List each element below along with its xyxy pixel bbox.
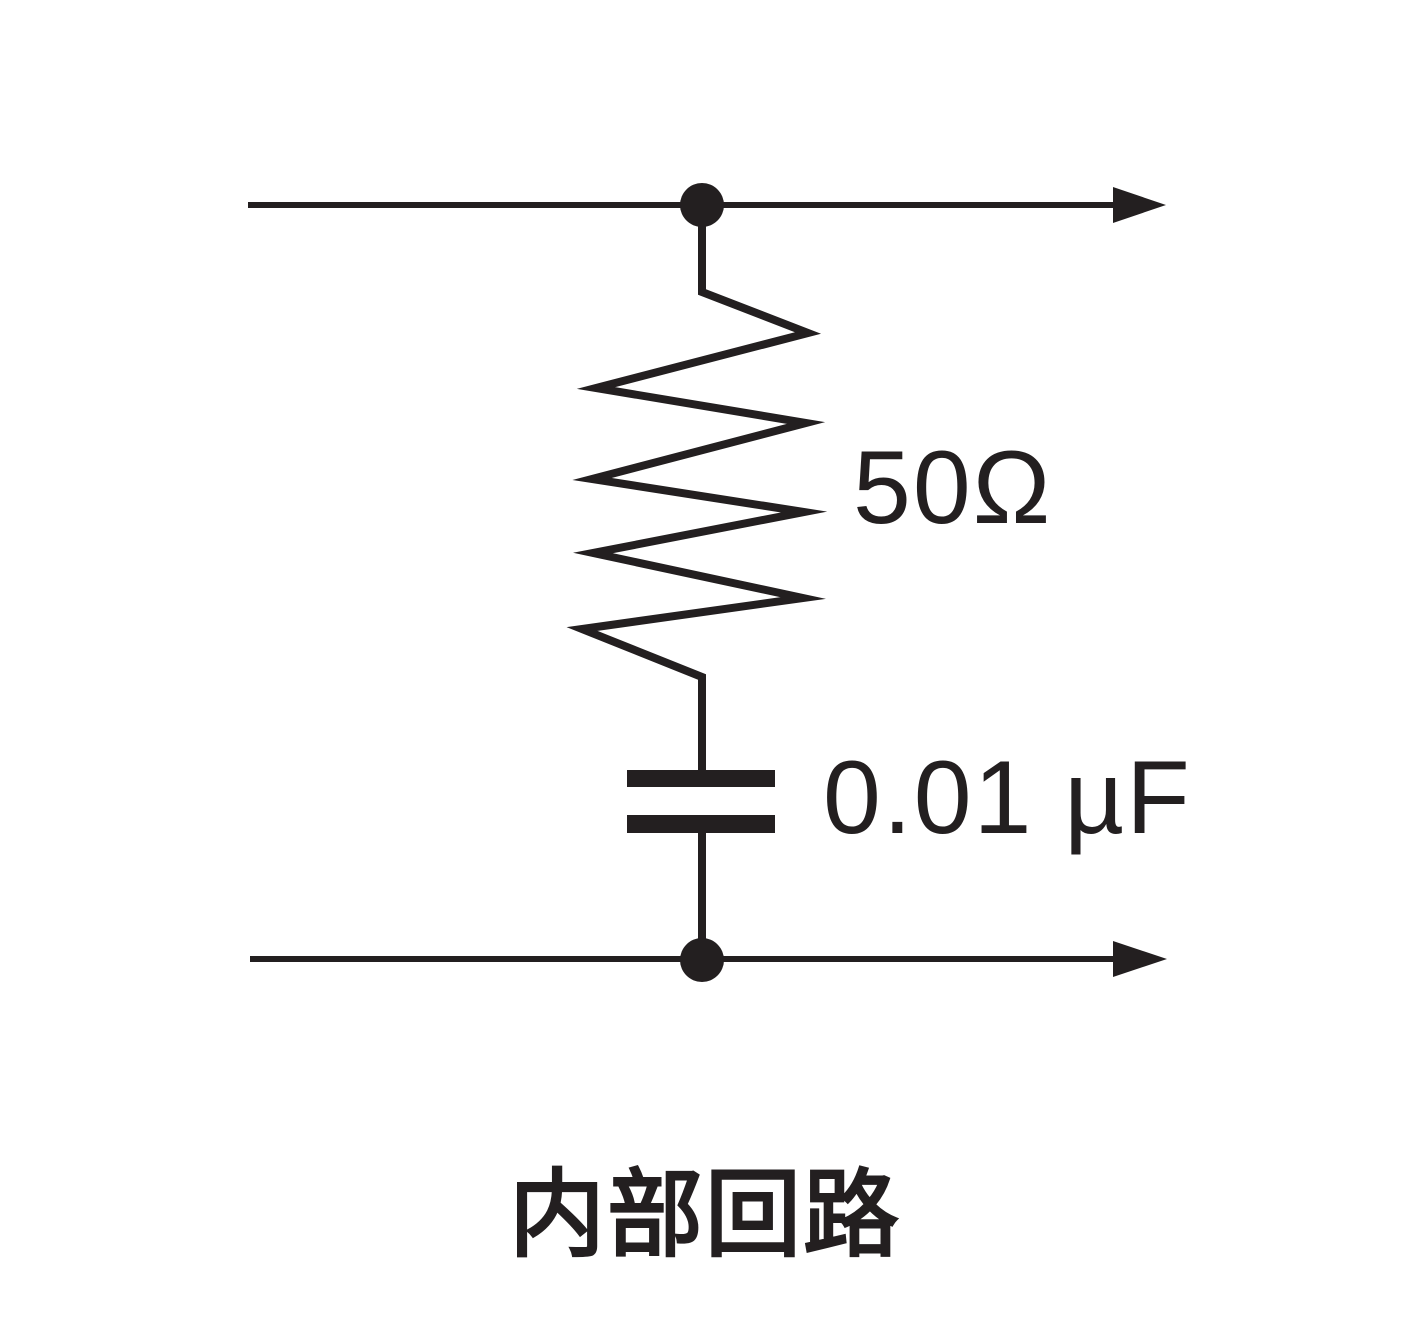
- capacitor-value-label: 0.01 µF: [823, 740, 1192, 856]
- diagram-caption: 内部回路: [509, 1162, 901, 1269]
- capacitor-plate-bottom: [627, 815, 775, 833]
- bottom-junction-dot: [680, 938, 724, 982]
- top-rail-arrowhead-icon: [1113, 187, 1166, 223]
- capacitor-plate-top: [627, 770, 775, 787]
- bottom-rail-arrowhead-icon: [1113, 941, 1167, 977]
- resistor-zigzag: [566, 205, 828, 772]
- resistor-value-label: 50Ω: [853, 430, 1052, 546]
